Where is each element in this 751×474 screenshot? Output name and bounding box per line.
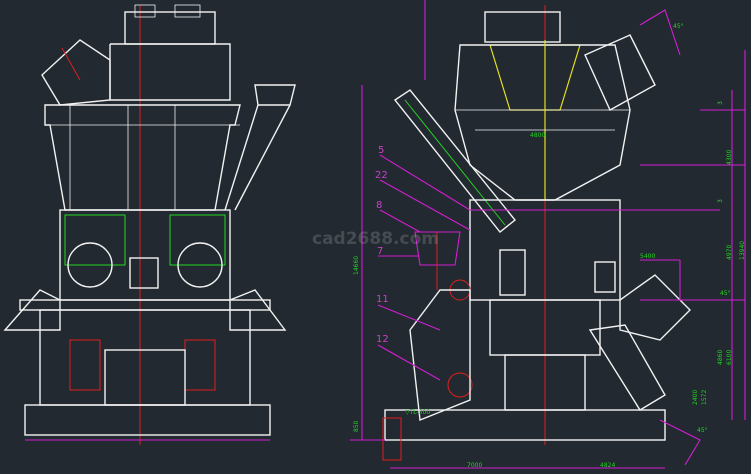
outlet-pipe: [619, 274, 691, 341]
dim-angle-top: 45°: [673, 23, 684, 30]
dim-foundation: 850: [353, 420, 360, 432]
front-view: [3, 4, 296, 445]
separator-housing: [454, 44, 631, 201]
cyclone-screen: [584, 34, 656, 111]
dim-width-mid: 5400: [640, 253, 655, 260]
gear-reducer: [104, 349, 186, 406]
feed-chute: [393, 89, 516, 233]
foundation-right: [384, 409, 666, 441]
outlet-duct: [254, 84, 296, 106]
dim-angle-right: 45°: [720, 290, 731, 297]
dim-small-a: 3: [717, 101, 724, 105]
dim-bottom-b: 1572: [701, 390, 708, 405]
classifier-cone: [44, 104, 241, 211]
dim-base-right: 4824: [600, 462, 615, 469]
watermark: cad2688.com: [312, 229, 439, 249]
elevation-mark: ▽TL-300: [405, 409, 430, 416]
side-view: [350, 0, 746, 469]
grinding-roller-left: [67, 242, 113, 288]
motor-8: [414, 231, 461, 266]
dim-total-height: 14660: [353, 256, 360, 275]
gearbox-right: [484, 11, 561, 43]
dim-overall-height: 13940: [739, 241, 746, 260]
part-label-5: 5: [378, 145, 384, 156]
dim-lower: 6100: [726, 350, 733, 365]
dim-base-left: 7000: [467, 462, 482, 469]
dim-small-b: 3: [717, 199, 724, 203]
part-label-8: 8: [376, 200, 382, 211]
part-label-7: 7: [377, 246, 383, 257]
dim-outlet: 4860: [717, 350, 724, 365]
foundation: [24, 404, 271, 436]
inlet-hood: [41, 39, 111, 106]
dim-angle-bottom: 45°: [697, 427, 708, 434]
part-label-12: 12: [376, 334, 389, 345]
dim-upper: 4300: [726, 150, 733, 165]
dim-width-top: 4800: [530, 132, 545, 139]
dim-mid: 4970: [726, 245, 733, 260]
base-frame: [39, 309, 251, 406]
part-label-11: 11: [376, 294, 389, 305]
grinding-roller-right: [177, 242, 223, 288]
part-label-22: 22: [375, 170, 388, 181]
dim-bottom-a: 2400: [692, 390, 699, 405]
